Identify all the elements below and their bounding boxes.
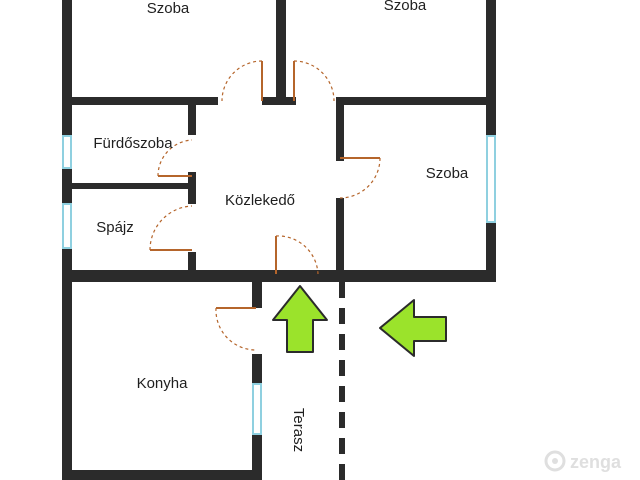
room-label-kozlekedo: Közlekedő [225,192,295,209]
window-bathroom [62,135,72,169]
wall-h-274 [62,270,496,282]
room-label-spajz: Spájz [96,219,134,236]
door-entrance [275,235,319,275]
door-bathroom [157,139,193,177]
door-top-left-room [221,60,263,102]
wall-h-100-mid [262,97,296,105]
walls [62,0,496,480]
arrow-up-icon [272,285,328,353]
window-right-room [486,135,496,223]
wall-h-100-right [336,97,496,105]
room-label-szoba-right: Szoba [426,165,469,182]
wall-kitchen-left [62,282,72,480]
wall-bath-pantry [62,183,196,189]
watermark: zenga [544,450,622,472]
wall-h-100-left [62,97,218,105]
room-label-szoba-top-left: Szoba [147,0,190,17]
door-kitchen [215,307,257,351]
door-top-right-room [293,60,335,102]
door-pantry [149,205,193,251]
wall-outer-left-upper [62,0,72,136]
windows [62,135,496,435]
window-pantry [62,203,72,249]
room-label-konyha: Konyha [137,375,189,392]
wall-right-room-left-upper [336,97,344,161]
room-label-szoba-top-right: Szoba [384,0,427,14]
arrow-left-icon [379,299,447,357]
wall-pantry-right-low [188,252,196,280]
zenga-logo-icon [544,450,566,472]
wall-right-room-left-low [336,198,344,282]
wall-bath-right-upper [188,97,196,135]
wall-top-right-outer [486,0,496,136]
wall-right-outer-low [486,222,496,282]
window-kitchen [252,383,262,435]
wall-top-left-room-right [276,0,286,104]
door-right-room [339,157,381,199]
room-label-furdoszoba: Fürdőszoba [93,135,173,152]
doors [149,60,381,351]
wall-kitchen-top-right [252,282,262,308]
wall-kitchen-bottom [62,470,262,480]
wall-outer-left-low [62,248,72,282]
room-label-terasz: Terasz [290,408,307,452]
room-labels: Szoba Szoba Fürdőszoba Spájz Közlekedő S… [93,0,469,452]
watermark-brand: zenga [570,452,622,472]
wall-kitchen-right-low [252,434,262,480]
wall-kitchen-right-mid [252,354,262,384]
